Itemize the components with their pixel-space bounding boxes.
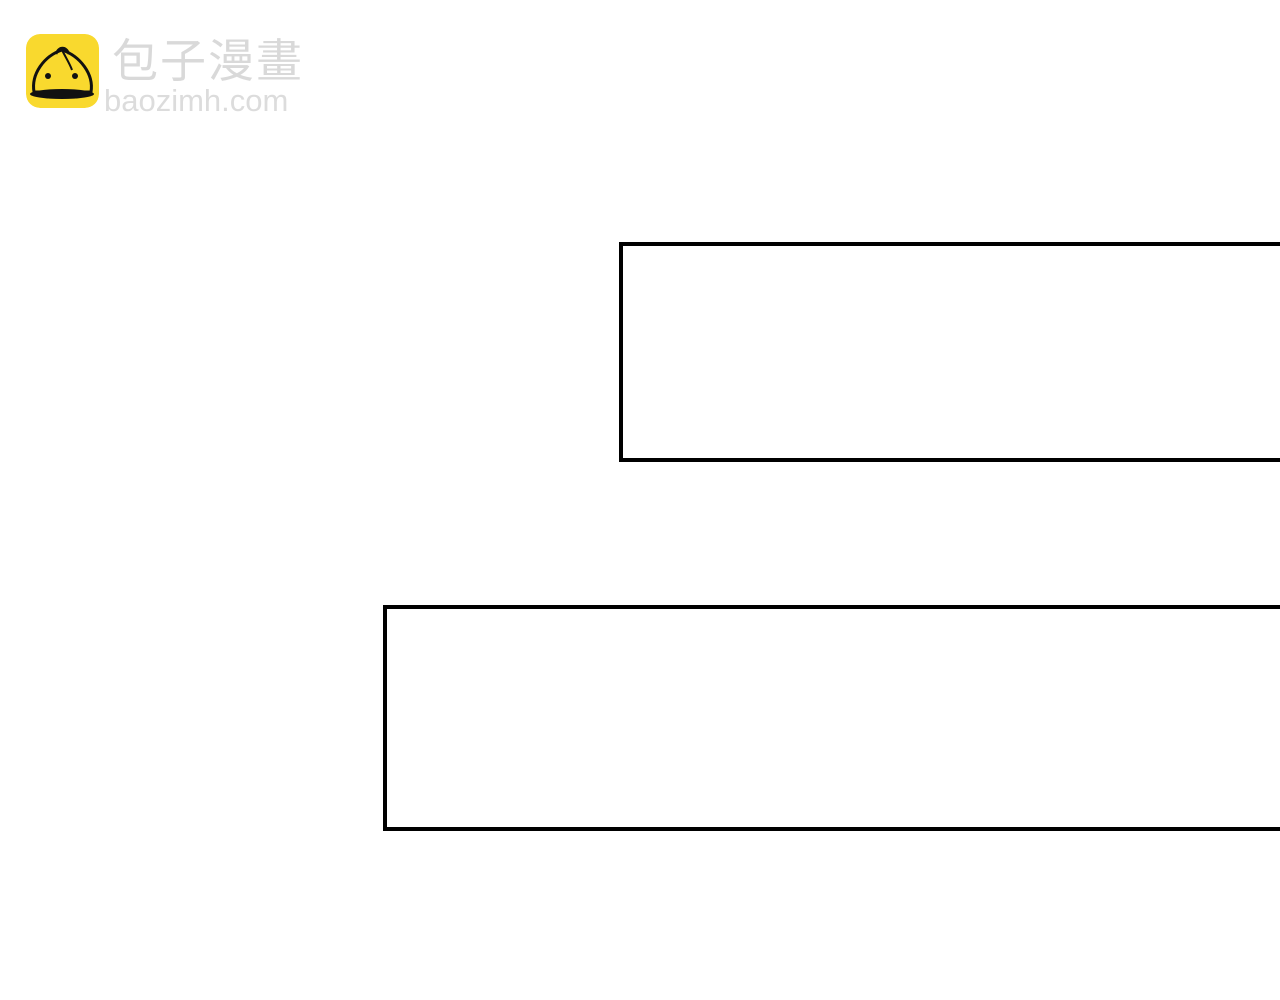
watermark-logo: 包子漫畫 baozimh.com [26,34,316,118]
comic-panel-1 [619,242,1280,462]
comic-panel-2 [383,605,1280,831]
watermark-name: 包子漫畫 [112,34,304,88]
watermark-domain: baozimh.com [104,83,289,118]
bun-mascot-icon [26,34,99,108]
